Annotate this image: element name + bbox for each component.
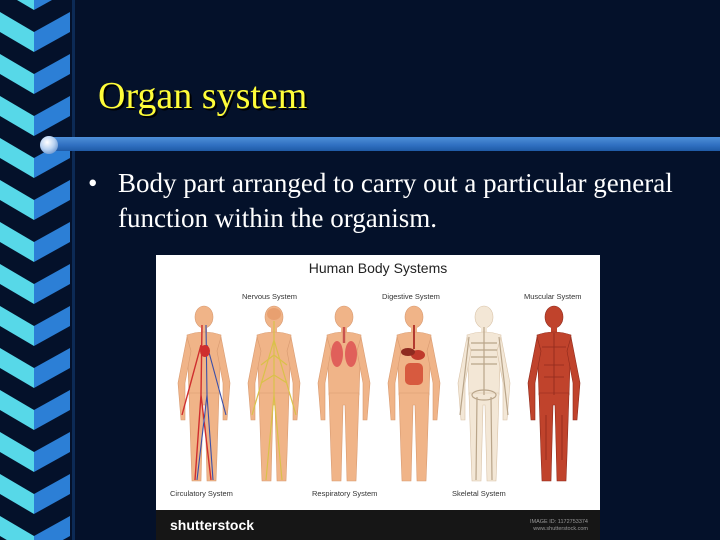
underline-knob [40,136,58,154]
right-arm [286,336,301,421]
esophagus [413,325,415,349]
stripe-cyan [0,474,34,514]
right-arm [216,336,231,421]
neck [201,326,207,333]
stripe-blue [34,54,70,94]
left-arm [247,336,262,421]
stripe-cyan [17,0,34,10]
stripe-cyan [0,222,34,262]
stripe-blue [34,222,70,262]
left-arm [177,336,192,421]
stripe-cyan [0,180,34,220]
stripe-cyan [0,516,34,540]
head [544,305,564,329]
stripe-blue [34,12,70,52]
figure-digestive [387,305,441,482]
heart-icon [200,345,210,357]
title-underline [52,137,720,151]
label-respiratory: Respiratory System [312,489,378,498]
brain-icon [267,308,281,320]
trachea [342,327,346,343]
neck [551,326,557,333]
bullet-text: Body part arranged to carry out a partic… [118,168,673,233]
stripe-blue [34,306,70,346]
stripe-blue [34,474,70,514]
legs [468,392,500,482]
left-arm [527,336,542,421]
figure-respiratory [317,305,371,482]
stripe-cyan [0,306,34,346]
legs [188,392,220,482]
body-systems-figure: Human Body Systems Nervous System Digest… [156,255,600,540]
figure-muscular [527,305,581,482]
stripe-blue [34,180,70,220]
label-muscular: Muscular System [524,292,582,301]
legs [328,392,360,482]
stripe-cyan [0,54,34,94]
stock-url: www.shutterstock.com [533,526,588,532]
stripe-blue [34,516,70,540]
head [404,305,424,329]
stock-footer: shutterstock IMAGE ID: 1172753374 www.sh… [156,510,600,540]
legs [538,392,570,482]
stripe-cyan [0,96,34,136]
figure-circulatory [177,305,231,482]
left-lung-icon [331,341,343,367]
stock-info: IMAGE ID: 1172753374 www.shutterstock.co… [530,519,588,533]
figure-nervous [247,305,301,482]
intestines-icon [405,363,423,385]
right-arm [356,336,371,421]
stripe-cyan [0,138,34,178]
stripe-cyan [0,264,34,304]
head [474,305,494,329]
left-arm [387,336,402,421]
liver-icon [401,348,415,356]
stripe-blue [34,390,70,430]
stripe-cyan [0,390,34,430]
stock-logo: shutterstock [170,517,255,533]
nerves [251,321,297,481]
right-arm [566,336,581,421]
right-lung-icon [345,341,357,367]
stripe-blue [34,0,52,10]
label-skeletal: Skeletal System [452,489,506,498]
stripe-cyan [0,12,34,52]
figure-title: Human Body Systems [308,260,448,276]
muscle-lines [542,333,566,460]
stripe-blue [34,432,70,472]
decorative-stripes [0,0,75,540]
label-nervous: Nervous System [242,292,298,301]
bones [459,327,509,481]
legs [258,392,290,482]
stripe-blue [34,96,70,136]
stripe-cyan [0,348,34,388]
body-illustrations [177,305,581,482]
stripe-cyan [0,432,34,472]
label-circulatory: Circulatory System [170,489,233,498]
right-arm [426,336,441,421]
slide-title: Organ system [98,75,308,117]
label-digestive: Digestive System [382,292,440,301]
stripe-blue [34,264,70,304]
stock-id: IMAGE ID: 1172753374 [530,519,588,525]
legs [398,392,430,482]
stripe-divider [72,0,75,540]
stripe-blue [34,348,70,388]
torso [186,331,222,396]
left-arm [317,336,332,421]
head [194,305,214,329]
bullet-marker: • [88,168,98,198]
head [334,305,354,329]
figure-skeletal [457,305,511,482]
pelvis [471,389,497,401]
